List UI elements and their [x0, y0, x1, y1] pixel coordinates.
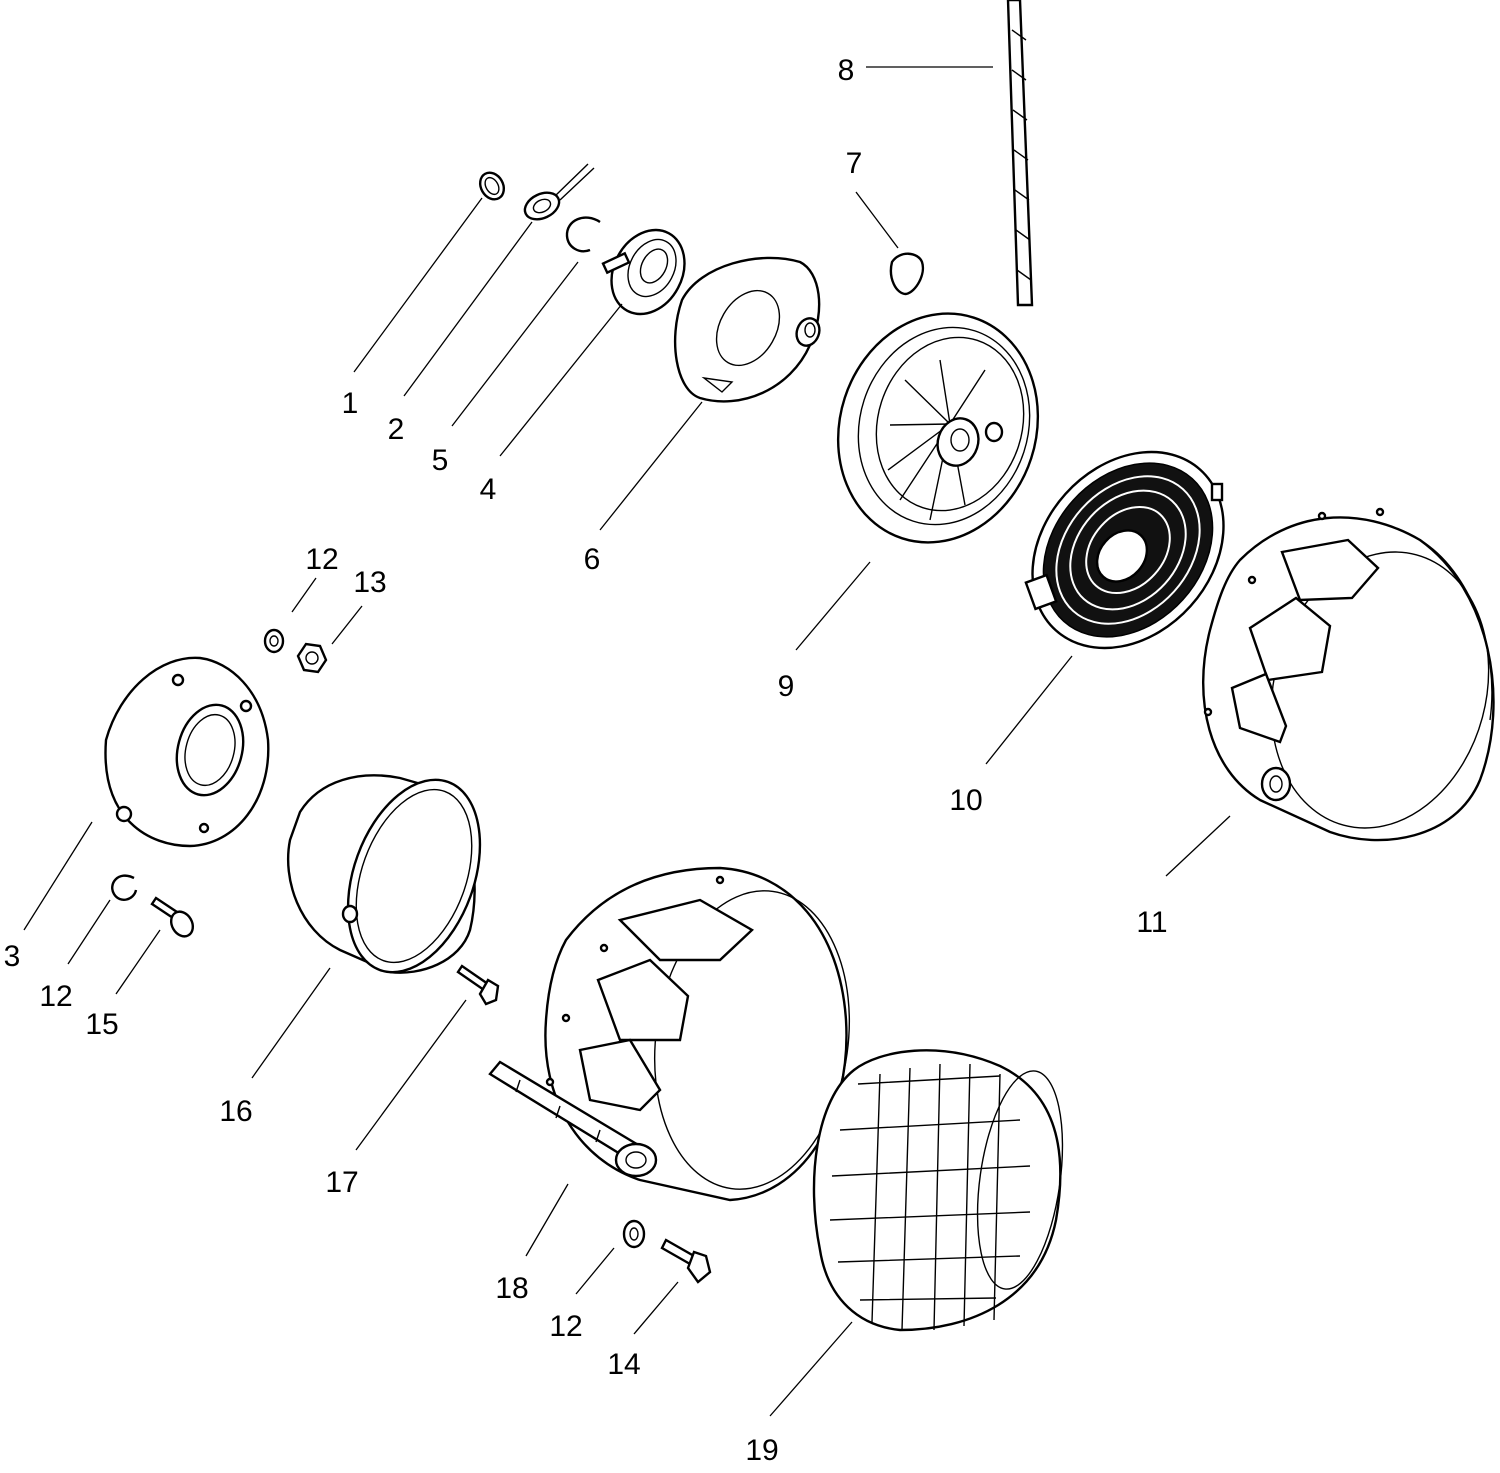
- part-5-c-ring: [565, 216, 601, 253]
- part-9-pulley: [836, 312, 1040, 544]
- callout-4: 4: [480, 473, 497, 506]
- callout-12-lower: 12: [39, 980, 72, 1013]
- callout-2: 2: [388, 413, 405, 446]
- part-16-inner-cup: [286, 774, 482, 974]
- callout-10: 10: [949, 784, 982, 817]
- callout-16: 16: [219, 1095, 252, 1128]
- callout-15: 15: [85, 1008, 118, 1041]
- part-12-washer-upper: [263, 628, 285, 654]
- part-17-screw: [456, 964, 500, 1006]
- part-18-starter-housing: [488, 866, 851, 1202]
- callout-14: 14: [607, 1348, 640, 1381]
- callout-labels: 1 2 3 4 5 6 7 8 9 10 11 12 13 12 15 16 1…: [4, 54, 1168, 1467]
- callout-3: 3: [4, 940, 21, 973]
- callout-13: 13: [353, 566, 386, 599]
- part-6-pawl-plate: [673, 256, 821, 403]
- callout-5: 5: [432, 444, 449, 477]
- part-19-screen-band: [812, 1049, 1064, 1332]
- part-13-nut: [296, 642, 328, 674]
- callout-12-upper: 12: [305, 543, 338, 576]
- part-1-circlip: [478, 171, 506, 201]
- part-11-starter-housing: [1202, 507, 1495, 842]
- callout-18: 18: [495, 1272, 528, 1305]
- callout-6: 6: [584, 543, 601, 576]
- callout-8: 8: [838, 54, 855, 87]
- callout-11: 11: [1136, 906, 1167, 939]
- callout-19: 19: [745, 1434, 778, 1467]
- part-4-spring-hub: [601, 228, 686, 316]
- part-12-washer-bottom: [622, 1219, 646, 1249]
- callout-17: 17: [325, 1166, 358, 1199]
- part-10-recoil-spring: [1024, 450, 1225, 650]
- callout-1: 1: [342, 387, 359, 420]
- callout-7: 7: [846, 147, 863, 180]
- part-8-rope: [1006, 0, 1034, 307]
- part-14-bolt: [660, 1238, 712, 1284]
- leader-lines: [23, 66, 1231, 1417]
- part-2-spring-clip: [523, 163, 595, 221]
- part-3-cover-plate: [104, 656, 270, 848]
- callout-12-bottom: 12: [549, 1310, 582, 1343]
- part-15-screw: [150, 896, 195, 938]
- callout-9: 9: [778, 670, 795, 703]
- part-12-circlip-lower: [111, 874, 138, 901]
- part-7-pawl: [889, 252, 925, 296]
